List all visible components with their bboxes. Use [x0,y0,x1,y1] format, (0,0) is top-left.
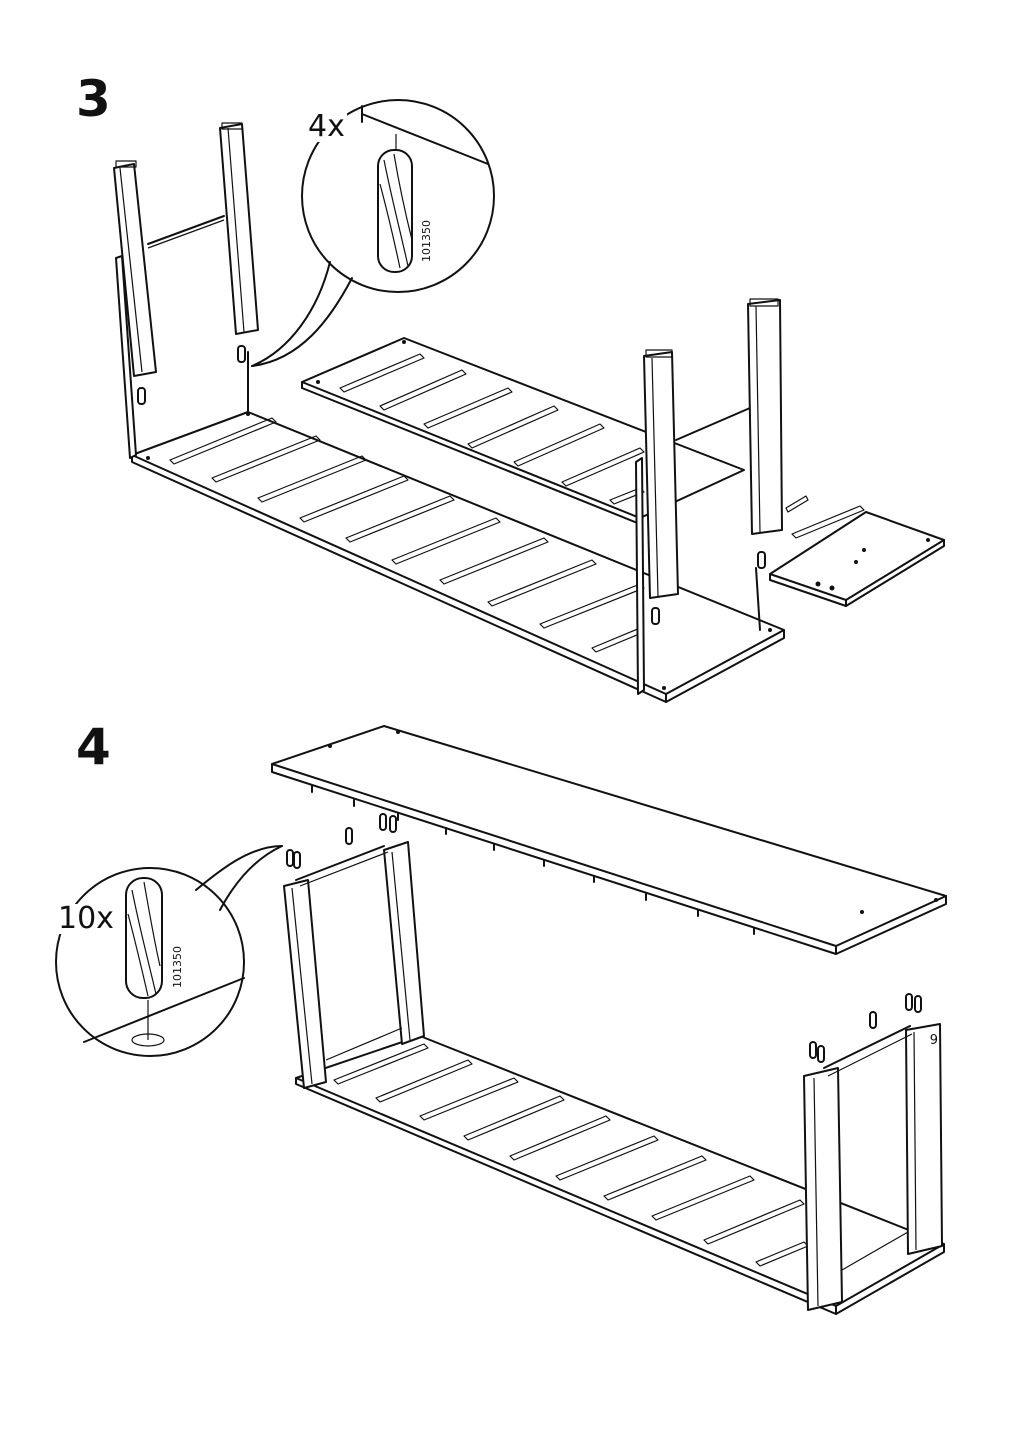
dowel-icon [286,813,922,1063]
dowel-icon [137,345,766,625]
leg-left-2 [219,122,259,335]
step-number-3: 3 [76,70,111,128]
part-number-step4: 101350 [171,946,184,988]
shelf-right [769,495,945,607]
leg-right-1 [643,349,679,599]
shelf-middle [301,337,745,525]
wooden-dowel-icon [377,149,413,273]
quantity-label-step4: 10x [56,901,116,936]
side-panel-left [115,255,137,459]
end-frame-left [283,841,425,1089]
side-panel-right [635,457,645,695]
step4-drawing [55,725,947,1315]
base-panel-lower [295,1035,945,1315]
leg-left-1 [113,160,157,377]
part-number-step3: 101350 [420,220,433,262]
end-frame-right [803,1023,943,1311]
step3-drawing [113,99,945,703]
base-panel-front [131,411,785,703]
page-number: 9 [929,1033,938,1048]
magnifier-callout-icon [55,845,283,1057]
step-number-4: 4 [76,718,111,776]
leg-right-2 [747,298,783,535]
top-panel [271,725,947,955]
magnifier-callout-icon [251,99,495,367]
quantity-label-step3: 4x [306,109,347,144]
wooden-dowel-icon [125,877,163,999]
